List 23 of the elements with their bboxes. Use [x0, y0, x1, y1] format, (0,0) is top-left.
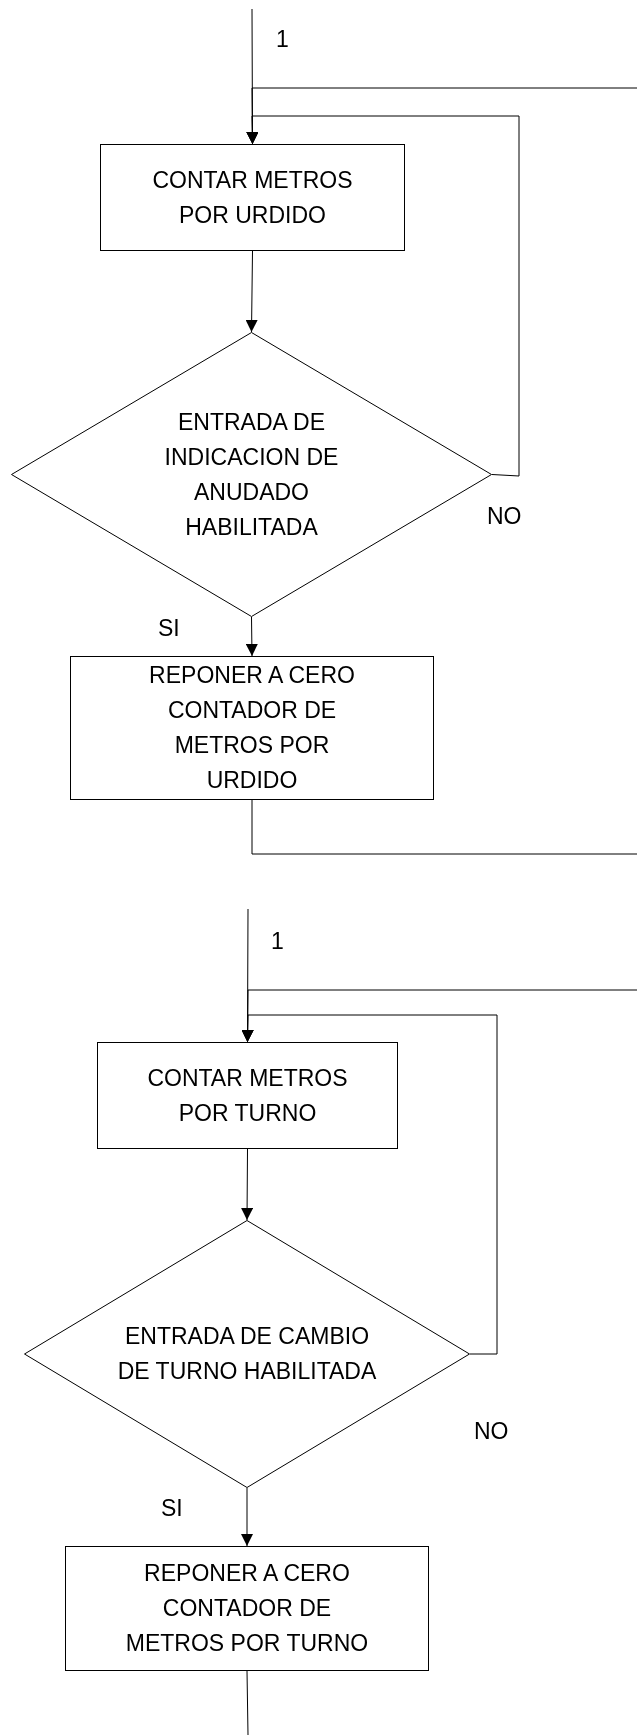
edge-label: NO [487, 505, 522, 528]
process-box [97, 1042, 398, 1149]
node-text: CONTAR METROS POR TURNO [146, 1063, 349, 1128]
edge-label: SI [161, 1497, 183, 1520]
edge-label: NO [474, 1420, 509, 1443]
connector-arrow [246, 115, 520, 477]
node-text: ENTRADA DE CAMBIO DE TURNO HABILITADA [116, 1322, 378, 1386]
process-box [70, 656, 434, 800]
node-text: REPONER A CERO CONTADOR DE METROS POR TURNO [124, 1559, 370, 1658]
node-text: ENTRADA DE INDICACION DE ANUDADO HABILITADA [163, 407, 340, 542]
process-box [65, 1546, 429, 1671]
connector-arrow [241, 1014, 498, 1355]
connector-arrow [241, 1148, 254, 1221]
connector-number: 1 [271, 930, 284, 953]
edge-label: SI [158, 617, 180, 640]
process-box [100, 144, 405, 251]
decision-diamond [24, 1220, 470, 1488]
connector-arrow [241, 1487, 253, 1547]
node-text: CONTAR METROS POR URDIDO [151, 165, 354, 230]
connector-arrow [245, 616, 258, 657]
connector-arrow [245, 250, 258, 333]
node-text: REPONER A CERO CONTADOR DE METROS POR URDIDO [148, 661, 356, 795]
connector-number: 1 [276, 28, 289, 51]
